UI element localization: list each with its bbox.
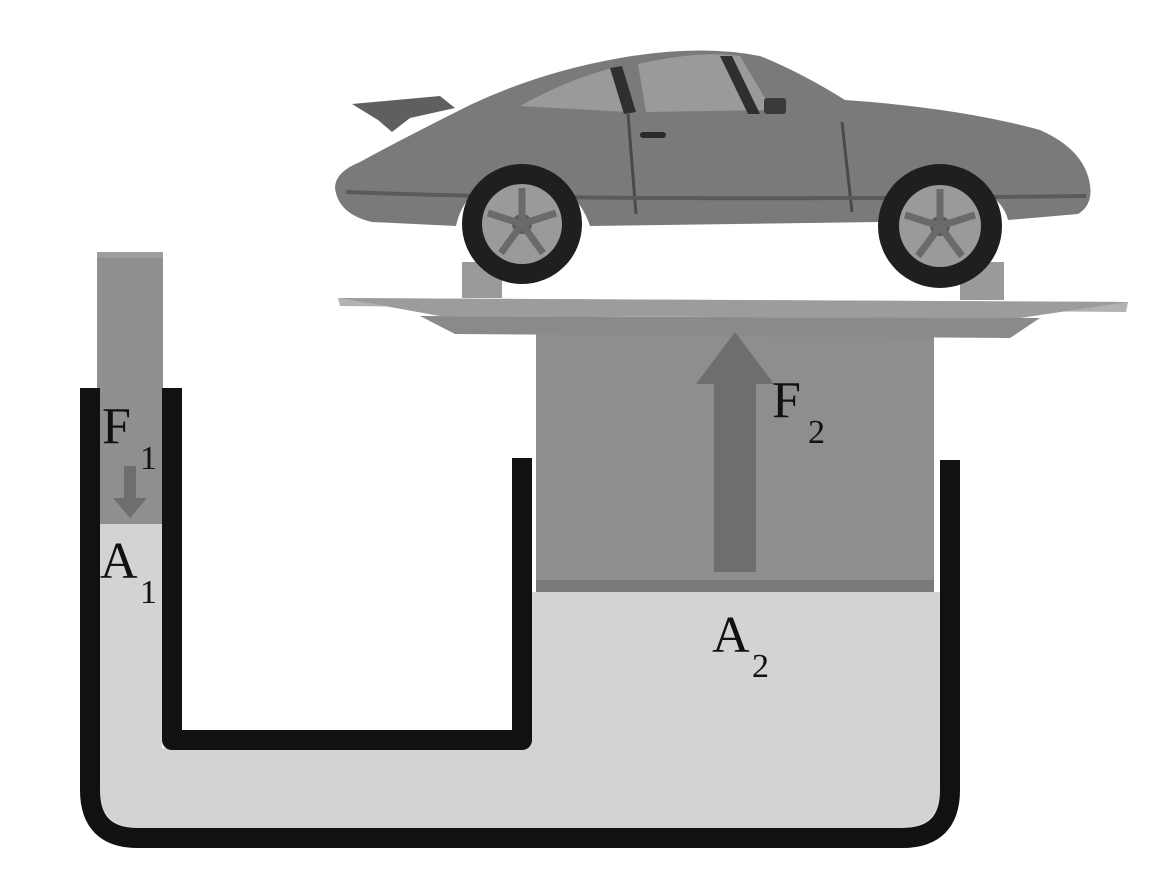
car-rear-wheel [462, 164, 582, 284]
svg-text:2: 2 [808, 414, 825, 451]
svg-text:A: A [712, 607, 750, 664]
svg-text:F: F [102, 398, 131, 455]
label-a1: A 1 [100, 533, 157, 611]
car-front-wheel [878, 164, 1002, 288]
label-f2: F 2 [772, 372, 825, 451]
container-wall [80, 388, 960, 848]
car-illustration [335, 50, 1091, 288]
svg-text:1: 1 [140, 440, 157, 477]
lift-platform [338, 262, 1128, 338]
svg-text:2: 2 [752, 648, 769, 685]
label-f1: F 1 [102, 398, 157, 477]
force-arrow-up [696, 332, 774, 572]
label-a2: A 2 [712, 607, 769, 685]
connecting-pipe-wall [162, 388, 532, 750]
hydraulic-fluid [100, 522, 940, 828]
svg-text:1: 1 [140, 574, 157, 611]
svg-text:F: F [772, 372, 801, 429]
force-arrow-down [113, 466, 147, 518]
svg-text:A: A [100, 533, 138, 590]
